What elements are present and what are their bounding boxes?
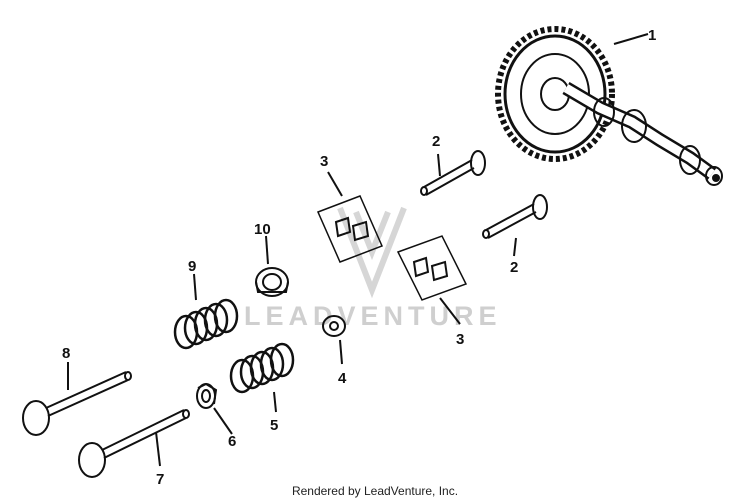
callout-2-upper: 2 [432, 133, 440, 150]
callout-9: 9 [188, 258, 196, 275]
keepers-lower [396, 235, 468, 301]
valve-lower [482, 194, 548, 239]
valve-collar [196, 382, 218, 409]
leader-3b [439, 297, 461, 325]
callouts: 1 2 2 3 3 4 5 6 7 8 9 10 [62, 27, 656, 488]
leader-2a [437, 153, 441, 177]
leader-4 [339, 339, 343, 365]
callout-10: 10 [254, 221, 271, 238]
watermark-text: LEADVENTURE [244, 301, 502, 331]
callout-6: 6 [228, 433, 236, 450]
keepers-upper [316, 195, 384, 263]
footer-credit: Rendered by LeadVenture, Inc. [291, 484, 459, 498]
leader-9 [193, 273, 197, 301]
valve-intake [78, 409, 190, 478]
callout-7: 7 [156, 471, 164, 488]
spring-retainer [255, 267, 289, 297]
valve-exhaust [22, 371, 132, 436]
callout-3-upper: 3 [320, 153, 328, 170]
valve-spring-lower [229, 342, 295, 394]
leader-2b [513, 237, 517, 257]
leader-lines [67, 33, 649, 467]
retainer-washer [322, 315, 346, 337]
leader-3a [327, 171, 343, 197]
callout-2-lower: 2 [510, 259, 518, 276]
watermark-logo [337, 206, 407, 299]
valve-upper [420, 150, 486, 196]
camshaft-gear [495, 26, 723, 186]
leader-6 [213, 407, 233, 435]
callout-3-lower: 3 [456, 331, 464, 348]
leader-1 [613, 33, 649, 45]
callout-5: 5 [270, 417, 278, 434]
leader-5 [273, 391, 277, 413]
callout-8: 8 [62, 345, 70, 362]
leader-10 [265, 235, 269, 265]
callout-4: 4 [338, 370, 347, 387]
leader-7 [155, 431, 161, 467]
callout-1: 1 [648, 27, 656, 44]
valve-spring-upper [173, 298, 239, 350]
